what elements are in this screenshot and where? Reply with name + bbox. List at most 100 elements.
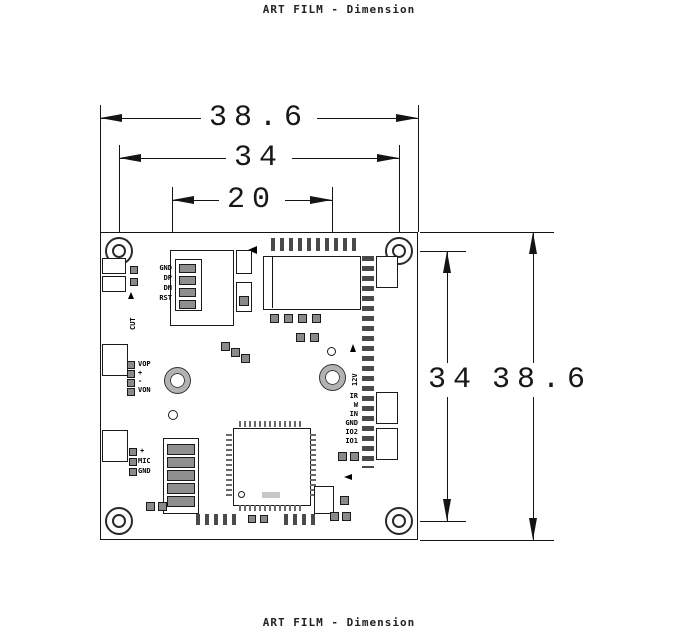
hole-inner [112, 514, 126, 528]
usb-pin-label: DN [163, 284, 172, 292]
ic-marking [262, 492, 280, 498]
mic-pin-label: MIC [138, 457, 151, 465]
dim-height-holes: 34 [420, 363, 487, 397]
mounting-hole-tr [385, 237, 413, 265]
usb-pin-label: RST [159, 294, 172, 302]
dim-height-outer-label: 38.6 [484, 363, 601, 397]
ext-line [119, 145, 120, 247]
ic-pins-left [226, 434, 232, 498]
pin-header-top [271, 238, 359, 251]
notch-arrow-icon [248, 246, 257, 254]
ic-edge-line [272, 256, 273, 308]
power-label: 12V [351, 373, 359, 386]
connector-pin [167, 496, 195, 507]
connector-pin [167, 470, 195, 481]
arrow-down-icon [529, 518, 537, 540]
mounting-hole-bl [105, 507, 133, 535]
edge-pad [376, 428, 398, 460]
usb-pin-label: GND [159, 264, 172, 272]
ext-line [100, 105, 101, 232]
smd-pad [130, 266, 138, 274]
smd-pad [129, 448, 137, 456]
dim-height-holes-label: 34 [420, 363, 487, 397]
smd-pad [342, 512, 351, 521]
edge-pad [376, 392, 398, 424]
usb-pin [179, 300, 196, 309]
audio-pin-label: - [138, 377, 143, 385]
mounting-hole-br [385, 507, 413, 535]
memory-ic [263, 256, 361, 310]
cut-label: CUT [129, 317, 137, 330]
smd-component [236, 250, 252, 274]
edge-pad [102, 344, 128, 376]
smd-pad [146, 502, 155, 511]
ic-pin1-dot [238, 491, 245, 498]
bottom-pad-strip [284, 514, 318, 525]
smd-pad [127, 388, 135, 396]
smd-pad [127, 361, 135, 369]
right-pad-column [362, 256, 374, 468]
smd-pad [330, 512, 339, 521]
smd-pad [340, 496, 349, 505]
hole-inner [392, 514, 406, 528]
dim-width-outer-label: 38.6 [200, 101, 317, 135]
smd-pad [284, 314, 293, 323]
mic-pin-label: GND [138, 467, 151, 475]
io-pin-label: IO2 [345, 428, 358, 436]
dim-width-lens: 20 [172, 183, 332, 217]
power-arrow-icon [350, 344, 356, 352]
arrow-right-icon [310, 196, 332, 204]
edge-pad [376, 256, 398, 288]
audio-pin-label: VOP [138, 360, 151, 368]
edge-pad [102, 258, 126, 274]
ext-line [420, 521, 466, 522]
ic-pins-top [239, 421, 303, 427]
ext-line [420, 540, 554, 541]
ic-pins-bottom [239, 505, 303, 511]
dim-width-lens-label: 20 [218, 183, 285, 217]
smd-pad [310, 333, 319, 342]
io-pin-label: IO1 [345, 437, 358, 445]
smd-pad [127, 370, 135, 378]
arrow-left-icon [119, 154, 141, 162]
lens-screw-hole-right [320, 365, 345, 390]
dim-width-outer: 38.6 [100, 101, 418, 135]
io-pin-label: IN [349, 410, 358, 418]
hole-inner [392, 244, 406, 258]
connector-pin [167, 457, 195, 468]
smd-pad [260, 515, 268, 523]
smd-pad [130, 278, 138, 286]
smd-pad [127, 379, 135, 387]
smd-pad [158, 502, 167, 511]
smd-pad [221, 342, 230, 351]
arrow-up-icon [529, 232, 537, 254]
usb-pin [179, 264, 196, 273]
usb-pin [179, 276, 196, 285]
via-hole [327, 347, 336, 356]
lens-screw-hole-left [165, 368, 190, 393]
arrow-right-icon [377, 154, 399, 162]
smd-pad [296, 333, 305, 342]
arrow-right-icon [396, 114, 418, 122]
ext-line [420, 232, 554, 233]
dim-height-outer: 38.6 [484, 363, 601, 397]
ext-line [418, 105, 419, 232]
smd-pad [129, 468, 137, 476]
drawing-title-top: ART FILM - Dimension [262, 3, 416, 16]
smd-pad [241, 354, 250, 363]
arrow-left-icon [100, 114, 122, 122]
usb-pin [179, 288, 196, 297]
dim-width-holes-label: 34 [225, 141, 292, 175]
arrow-down-icon [443, 499, 451, 521]
dim-width-holes: 34 [119, 141, 399, 175]
io-pin-label: GND [345, 419, 358, 427]
smd-component [314, 486, 334, 514]
smd-pad [350, 452, 359, 461]
audio-pin-label: + [138, 369, 143, 377]
usb-pin-label: DP [163, 274, 172, 282]
connector-pin [167, 483, 195, 494]
smd-pad [312, 314, 321, 323]
drawing-title-bottom: ART FILM - Dimension [262, 616, 416, 629]
smd-pad [239, 296, 249, 306]
